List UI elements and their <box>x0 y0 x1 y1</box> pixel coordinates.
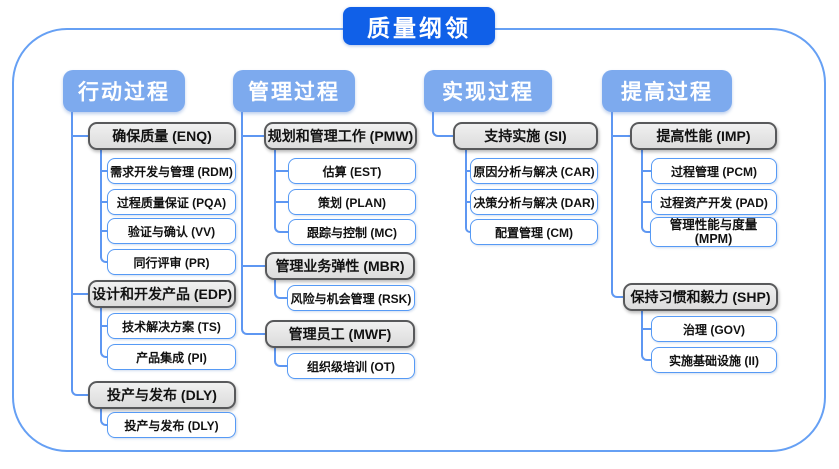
connector <box>274 170 288 172</box>
leaf-box-mc: 跟踪与控制 (MC) <box>288 219 416 245</box>
connector-trunk <box>100 150 102 256</box>
connector <box>641 201 651 203</box>
connector-elbow <box>71 389 88 396</box>
group-box-si: 支持实施 (SI) <box>453 122 598 150</box>
connector-elbow <box>100 351 107 358</box>
connector-trunk <box>274 150 276 226</box>
leaf-box-ot: 组织级培训 (OT) <box>287 353 415 379</box>
connector <box>465 170 470 172</box>
group-box-imp: 提高性能 (IMP) <box>630 122 777 150</box>
group-box-mwf: 管理员工 (MWF) <box>265 320 415 348</box>
connector-trunk <box>100 308 102 351</box>
connector-elbow <box>274 360 287 367</box>
leaf-box-pcm: 过程管理 (PCM) <box>651 158 777 184</box>
connector-trunk <box>465 150 467 226</box>
connector <box>611 135 630 137</box>
connector <box>71 293 88 295</box>
connector <box>71 135 88 137</box>
leaf-box-pr: 同行评审 (PR) <box>107 249 236 275</box>
connector <box>241 135 264 137</box>
connector-elbow <box>100 419 107 426</box>
group-box-pmw: 规划和管理工作 (PMW) <box>264 122 417 150</box>
connector <box>100 201 107 203</box>
leaf-box-dar: 决策分析与解决 (DAR) <box>470 189 598 215</box>
connector <box>100 325 107 327</box>
leaf-box-plan: 策划 (PLAN) <box>288 189 416 215</box>
connector <box>100 230 107 232</box>
connector-elbow <box>100 256 107 263</box>
connector <box>100 170 107 172</box>
connector-elbow <box>274 226 288 233</box>
connector-elbow <box>465 226 470 233</box>
connector <box>241 265 265 267</box>
group-box-dly: 投产与发布 (DLY) <box>88 381 236 409</box>
group-box-enq: 确保质量 (ENQ) <box>88 122 236 150</box>
leaf-box-ts: 技术解决方案 (TS) <box>107 313 236 339</box>
connector <box>274 201 288 203</box>
column-header-implementation-process: 实现过程 <box>424 70 552 112</box>
group-box-mbr: 管理业务弹性 (MBR) <box>265 252 415 280</box>
connector-trunk <box>274 348 276 360</box>
connector <box>465 201 470 203</box>
group-box-edp: 设计和开发产品 (EDP) <box>88 280 236 308</box>
leaf-box-rsk: 风险与机会管理 (RSK) <box>287 285 415 311</box>
connector-trunk <box>432 112 434 130</box>
column-header-improvement-process: 提高过程 <box>602 70 732 112</box>
diagram-title: 质量纲领 <box>343 7 495 45</box>
group-box-shp: 保持习惯和毅力 (SHP) <box>623 283 778 311</box>
leaf-box-car: 原因分析与解决 (CAR) <box>470 158 598 184</box>
leaf-box-pqa: 过程质量保证 (PQA) <box>107 189 236 215</box>
column-header-management-process: 管理过程 <box>233 70 355 112</box>
leaf-box-gov: 治理 (GOV) <box>651 316 777 342</box>
connector-elbow <box>241 328 265 335</box>
leaf-box-cm: 配置管理 (CM) <box>470 219 598 245</box>
connector-elbow <box>274 292 287 299</box>
leaf-box-est: 估算 (EST) <box>288 158 416 184</box>
connector <box>641 328 651 330</box>
connector-elbow <box>611 291 623 298</box>
connector-elbow <box>432 130 453 137</box>
connector-elbow <box>641 226 650 233</box>
leaf-box-rdm: 需求开发与管理 (RDM) <box>107 158 236 184</box>
connector-trunk <box>641 150 643 226</box>
leaf-box-pi: 产品集成 (PI) <box>107 344 236 370</box>
leaf-box-vv: 验证与确认 (VV) <box>107 218 236 244</box>
connector-trunk <box>71 112 73 389</box>
leaf-box-ii: 实施基础设施 (II) <box>651 347 777 373</box>
leaf-box-dly: 投产与发布 (DLY) <box>107 412 236 438</box>
connector-trunk <box>241 112 243 328</box>
connector-trunk <box>274 280 276 292</box>
connector-elbow <box>641 354 651 361</box>
connector <box>641 170 651 172</box>
connector-trunk <box>611 112 613 291</box>
connector-trunk <box>100 409 102 419</box>
connector-trunk <box>641 311 643 354</box>
column-header-action-process: 行动过程 <box>63 70 185 112</box>
leaf-box-pad: 过程资产开发 (PAD) <box>651 189 777 215</box>
leaf-box-mpm: 管理性能与度量 (MPM) <box>650 217 777 247</box>
